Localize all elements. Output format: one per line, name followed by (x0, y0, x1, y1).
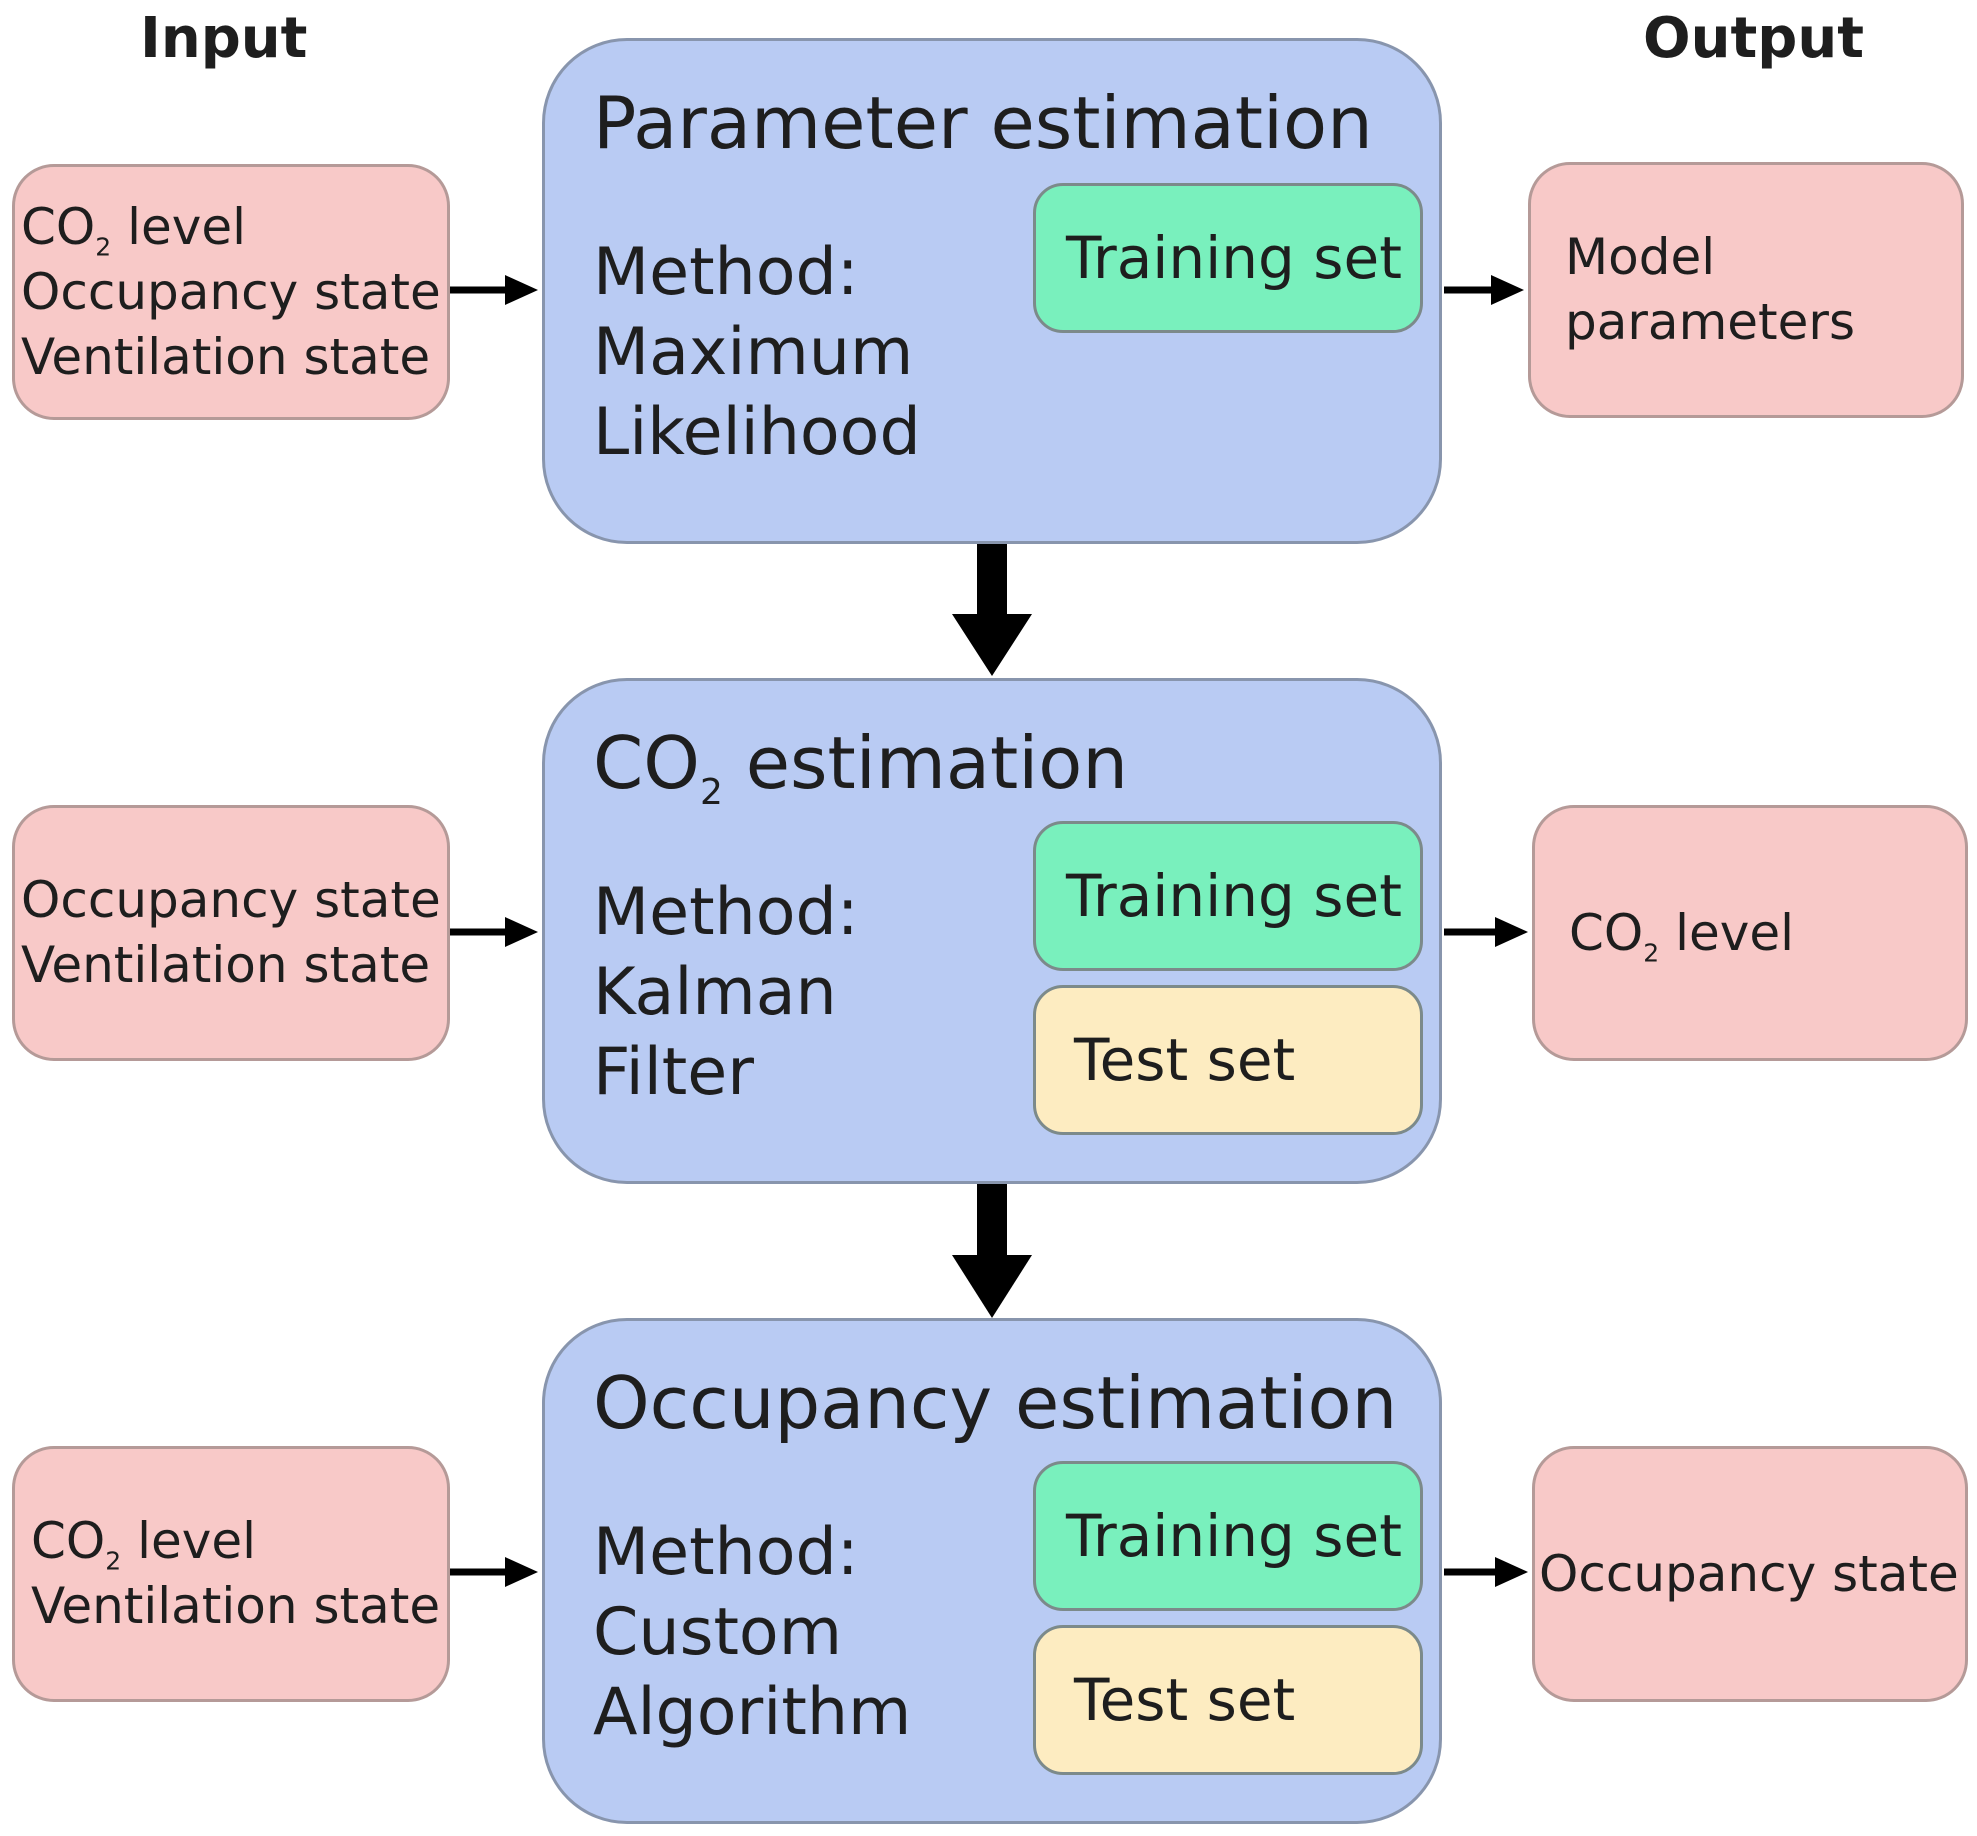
input-box-co2-estimation: Occupancy state Ventilation state (12, 805, 450, 1061)
training-set-box: Training set (1033, 1461, 1423, 1611)
input-box-parameter-estimation: CO2 level Occupancy state Ventilation st… (12, 164, 450, 420)
output-column-header: Output (1643, 6, 1864, 71)
input-box-occupancy-estimation: CO2 level Ventilation state (12, 1446, 450, 1702)
stage-title: Occupancy estimation (593, 1361, 1398, 1445)
input-co2-level: CO2 level (21, 197, 246, 261)
test-set-box: Test set (1033, 985, 1423, 1135)
input-column-header: Input (140, 6, 308, 71)
test-set-box: Test set (1033, 1625, 1423, 1775)
stage-title: Parameter estimation (593, 81, 1373, 165)
stage-parameter-estimation: Parameter estimation Method: Maximum Lik… (542, 38, 1442, 544)
input-occupancy-state: Occupancy state (21, 262, 441, 321)
stage-occupancy-estimation: Occupancy estimation Method: Custom Algo… (542, 1318, 1442, 1824)
output-occupancy-state: Occupancy state (1539, 1544, 1959, 1603)
output-box-model-parameters: Model parameters (1528, 162, 1964, 418)
training-set-box: Training set (1033, 821, 1423, 971)
output-arrow-3 (1444, 1557, 1528, 1587)
training-set-box: Training set (1033, 183, 1423, 333)
output-arrow-1 (1444, 275, 1524, 305)
input-ventilation-state: Ventilation state (31, 1577, 441, 1635)
input-ventilation-state: Ventilation state (21, 936, 431, 994)
input-occupancy-state: Occupancy state (21, 871, 441, 929)
output-line: parameters (1565, 293, 1856, 351)
flow-arrow-2-to-3 (952, 1184, 1032, 1318)
output-arrow-2 (1444, 917, 1528, 947)
stage-method: Method: Maximum Likelihood (593, 235, 921, 470)
flow-arrow-1-to-2 (952, 543, 1032, 676)
stage-title: CO2 estimation (593, 721, 1128, 814)
input-co2-level: CO2 level (31, 1512, 256, 1576)
input-arrow-3 (450, 1557, 538, 1587)
stage-co2-estimation: CO2 estimation Method: Kalman Filter Tra… (542, 678, 1442, 1184)
output-co2-level: CO2 level (1569, 903, 1794, 967)
input-arrow-1 (450, 275, 538, 305)
output-box-occupancy-state: Occupancy state (1532, 1446, 1968, 1702)
input-arrow-2 (450, 917, 538, 947)
stage-method: Method: Custom Algorithm (593, 1515, 912, 1750)
stage-method: Method: Kalman Filter (593, 875, 859, 1110)
output-line: Model (1565, 228, 1716, 286)
input-ventilation-state: Ventilation state (21, 327, 431, 386)
output-box-co2-level: CO2 level (1532, 805, 1968, 1061)
